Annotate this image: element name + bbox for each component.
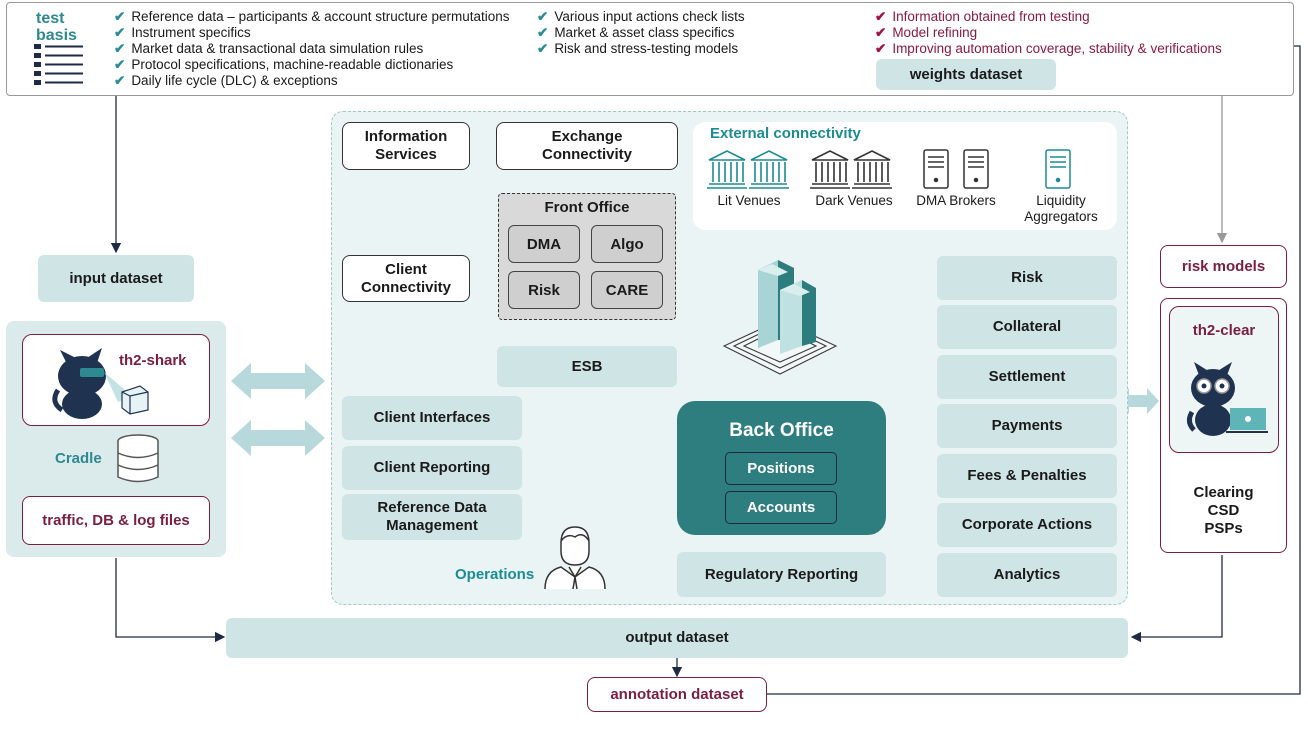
dma-brokers-label: DMA Brokers	[916, 193, 996, 208]
exchange-connectivity-box: Exchange Connectivity	[496, 122, 678, 170]
test-basis-item: ✔Protocol specifications, machine-readab…	[114, 57, 454, 72]
check-icon: ✔	[114, 9, 126, 24]
checklist-icon	[34, 44, 83, 85]
regulatory-reporting-box: Regulatory Reporting	[677, 552, 886, 597]
shark-cat-icon	[52, 348, 149, 419]
reference-data-management-box: Reference Data Management	[342, 494, 522, 540]
th2-shark-label: th2-shark	[119, 352, 187, 369]
traffic-db-logs-box: traffic, DB & log files	[22, 496, 210, 545]
test-basis-title-line1: test	[36, 10, 65, 27]
risk-fo-box: Risk	[508, 271, 580, 309]
th2-shark-box	[22, 334, 210, 426]
operations-label: Operations	[455, 566, 535, 583]
check-icon: ✔	[114, 41, 126, 56]
algo-box: Algo	[591, 225, 663, 263]
clear-cat-icon	[1186, 362, 1268, 436]
check-icon: ✔	[114, 73, 126, 88]
double-arrow-icon	[231, 420, 325, 456]
clearing-labels: Clearing CSD PSPs	[1160, 484, 1287, 538]
dma-box: DMA	[508, 225, 580, 263]
test-basis-title: test basis	[36, 10, 77, 44]
weights-dataset: weights dataset	[876, 59, 1056, 90]
check-icon: ✔	[114, 25, 126, 40]
csd-label: CSD	[1207, 502, 1240, 519]
test-basis-title-line2: basis	[36, 27, 77, 44]
payments-box: Payments	[937, 404, 1117, 448]
check-icon: ✔	[114, 57, 126, 72]
clearing-label: Clearing	[1193, 484, 1254, 501]
dark-venues-label: Dark Venues	[815, 193, 893, 208]
test-basis-item: ✔Instrument specifics	[114, 25, 251, 40]
external-connectivity-title: External connectivity	[710, 125, 861, 142]
lit-venues-label: Lit Venues	[717, 193, 781, 208]
input-dataset: input dataset	[38, 255, 194, 302]
check-icon: ✔	[875, 9, 887, 24]
corporate-actions-box: Corporate Actions	[937, 503, 1117, 547]
analytics-box: Analytics	[937, 553, 1117, 597]
output-dataset-box: output dataset	[226, 618, 1128, 658]
server-icon	[1045, 149, 1071, 189]
client-interfaces-box: Client Interfaces	[342, 396, 522, 440]
check-icon: ✔	[875, 25, 887, 40]
check-icon: ✔	[537, 41, 549, 56]
annotation-dataset-box: annotation dataset	[587, 677, 767, 712]
test-basis-item: ✔Risk and stress-testing models	[537, 41, 739, 56]
th2-clear-label: th2-clear	[1192, 322, 1256, 339]
information-services-box: Information Services	[342, 122, 470, 170]
check-icon: ✔	[537, 9, 549, 24]
risk-models-box: risk models	[1160, 245, 1287, 288]
front-office-title: Front Office	[544, 199, 630, 216]
test-basis-panel	[6, 2, 1294, 96]
collateral-box: Collateral	[937, 305, 1117, 349]
server-icon	[923, 149, 989, 189]
database-icon	[117, 434, 159, 483]
test-basis-item: ✔Market data & transactional data simula…	[114, 41, 424, 56]
test-basis-item: ✔Reference data – participants & account…	[114, 9, 510, 24]
psps-label: PSPs	[1204, 520, 1243, 537]
test-basis-item: ✔Daily life cycle (DLC) & exceptions	[114, 73, 338, 88]
settlement-box: Settlement	[937, 355, 1117, 399]
check-icon: ✔	[875, 41, 887, 56]
bank-icon	[810, 150, 892, 189]
client-reporting-box: Client Reporting	[342, 446, 522, 490]
test-basis-item: ✔Improving automation coverage, stabilit…	[875, 41, 1222, 56]
test-basis-item: ✔Information obtained from testing	[875, 9, 1090, 24]
fees-penalties-box: Fees & Penalties	[937, 454, 1117, 498]
risk-box: Risk	[937, 256, 1117, 300]
building-icon	[722, 260, 838, 375]
liquidity-aggregators-label: Liquidity Aggregators	[1024, 193, 1098, 224]
back-office-title: Back Office	[729, 420, 834, 441]
double-arrow-icon	[231, 363, 325, 399]
bank-icon	[707, 150, 789, 189]
positions-box: Positions	[725, 452, 837, 485]
care-box: CARE	[591, 271, 663, 309]
client-connectivity-box: Client Connectivity	[342, 255, 470, 302]
accounts-box: Accounts	[725, 491, 837, 524]
test-basis-item: ✔Model refining	[875, 25, 978, 40]
test-basis-item: ✔Various input actions check lists	[537, 9, 745, 24]
check-icon: ✔	[537, 25, 549, 40]
cradle-label: Cradle	[55, 450, 102, 467]
esb-box: ESB	[497, 346, 677, 387]
test-basis-item: ✔Market & asset class specifics	[537, 25, 735, 40]
person-icon	[544, 526, 606, 590]
